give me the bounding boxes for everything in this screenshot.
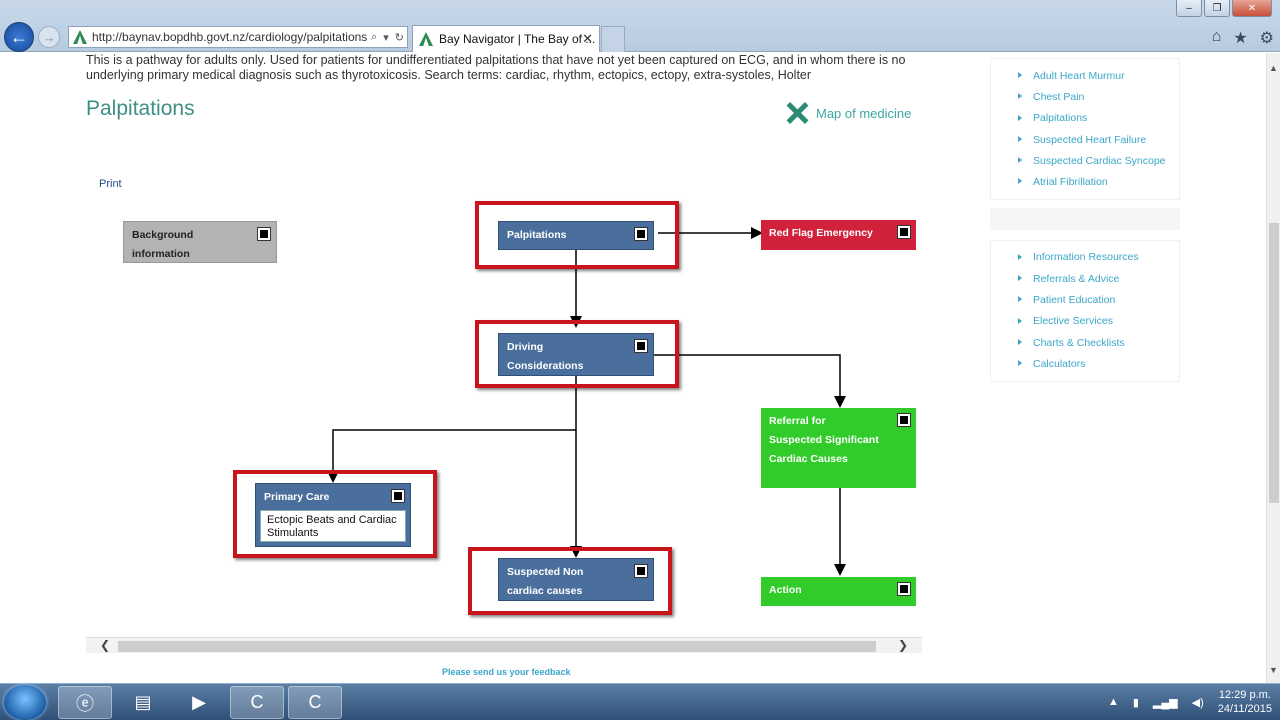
page-content: This is a pathway for adults only. Used …	[0, 53, 1266, 683]
horizontal-scrollbar[interactable]: ❮ ❯	[86, 637, 922, 653]
highlight-frame	[475, 201, 679, 269]
print-link[interactable]: Print	[99, 178, 122, 190]
sidebar-resources: Information Resources Referrals & Advice…	[990, 239, 1180, 382]
camtasia-recorder-icon[interactable]: C	[288, 686, 342, 719]
sidebar-item[interactable]: Charts & Checklists	[991, 332, 1179, 353]
highlight-frame	[475, 320, 679, 388]
red-flag-emergency-node[interactable]: Red Flag Emergency	[761, 220, 916, 250]
tab-title: Bay Navigator | The Bay of ...	[439, 32, 596, 46]
tab-close-icon[interactable]: ✕	[582, 31, 593, 46]
dropdown-icon[interactable]: ▾	[383, 31, 389, 44]
sidebar-item[interactable]: Suspected Cardiac Syncope	[991, 150, 1179, 171]
clock-time: 12:29 p.m.	[1218, 689, 1271, 701]
search-icon[interactable]: ⌕	[371, 30, 378, 43]
scroll-right-icon[interactable]: ❯	[897, 638, 908, 652]
camtasia-icon[interactable]: C	[230, 686, 284, 719]
scrollbar-thumb[interactable]	[1269, 223, 1279, 503]
browser-chrome: ‒ ❐ ✕ ← → http://baynav.bopdhb.govt.nz/c…	[0, 0, 1280, 52]
sidebar-item[interactable]: Information Resources	[991, 247, 1179, 268]
forward-button[interactable]: →	[38, 26, 60, 48]
favorites-star-icon[interactable]: ★	[1233, 30, 1248, 47]
home-icon[interactable]: ⌂	[1211, 28, 1222, 45]
expand-icon[interactable]	[392, 490, 404, 502]
clock-date: 24/11/2015	[1217, 703, 1272, 715]
map-of-medicine-label: Map of medicine	[816, 105, 912, 121]
sidebar-item[interactable]: Elective Services	[991, 311, 1179, 332]
intro-text: This is a pathway for adults only. Used …	[86, 53, 906, 82]
sidebar-item[interactable]: Patient Education	[991, 289, 1179, 310]
site-favicon-icon	[73, 30, 87, 44]
sidebar: Adult Heart Murmur Chest Pain Palpitatio…	[990, 58, 1180, 382]
flowchart-connectors	[327, 227, 846, 576]
back-button[interactable]: ←	[4, 22, 34, 52]
connector-line	[653, 354, 846, 408]
battery-icon[interactable]: ▮	[1132, 696, 1139, 709]
ectopic-beats-subnode[interactable]: Ectopic Beats and Cardiac Stimulants	[260, 510, 406, 542]
referral-node[interactable]: Referral for Suspected Significant Cardi…	[761, 408, 916, 488]
start-button[interactable]	[4, 685, 46, 720]
settings-gear-icon[interactable]: ⚙	[1259, 30, 1274, 47]
highlight-frame	[233, 470, 437, 558]
internet-explorer-icon[interactable]: ⓔ	[58, 686, 112, 719]
expand-icon[interactable]	[635, 340, 647, 352]
driving-considerations-node[interactable]: Driving Considerations	[498, 333, 654, 376]
page-title: Palpitations	[86, 97, 195, 120]
close-window-icon[interactable]: ✕	[1232, 0, 1272, 17]
browser-tab[interactable]: Bay Navigator | The Bay of ... ✕	[412, 25, 600, 52]
clock[interactable]: 12:29 p.m. 24/11/2015	[1218, 688, 1272, 716]
show-hidden-icons-icon[interactable]: ▲	[1107, 696, 1119, 708]
window-controls: ‒ ❐ ✕	[1176, 0, 1272, 17]
network-icon[interactable]: ▂▄▆	[1152, 696, 1178, 709]
scroll-down-icon[interactable]: ▼	[1269, 665, 1278, 675]
map-of-medicine-logo-icon	[786, 102, 808, 124]
refresh-icon[interactable]: ↻	[394, 31, 404, 44]
non-cardiac-causes-node[interactable]: Suspected Non cardiac causes	[498, 558, 654, 601]
sidebar-item[interactable]: Chest Pain	[991, 86, 1179, 107]
expand-icon[interactable]	[635, 565, 647, 577]
file-explorer-icon[interactable]: ▤	[134, 692, 152, 712]
scrollbar-thumb[interactable]	[118, 641, 876, 652]
sidebar-divider	[990, 207, 1180, 230]
sidebar-item[interactable]: Referrals & Advice	[991, 268, 1179, 289]
expand-icon[interactable]	[258, 228, 270, 240]
sidebar-item[interactable]: Suspected Heart Failure	[991, 129, 1179, 150]
vertical-scrollbar[interactable]: ▲ ▼	[1266, 53, 1280, 683]
sidebar-item[interactable]: Adult Heart Murmur	[991, 65, 1179, 86]
tab-favicon-icon	[419, 32, 433, 46]
palpitations-node[interactable]: Palpitations	[498, 221, 654, 250]
primary-care-node[interactable]: Primary Care Ectopic Beats and Cardiac S…	[255, 483, 411, 547]
volume-icon[interactable]: ◀)	[1191, 696, 1204, 709]
url-text[interactable]: http://baynav.bopdhb.govt.nz/cardiology/…	[92, 30, 368, 44]
address-bar[interactable]: http://baynav.bopdhb.govt.nz/cardiology/…	[68, 26, 408, 48]
expand-icon[interactable]	[635, 228, 647, 240]
media-player-icon[interactable]: ▶	[192, 692, 206, 712]
minimize-icon[interactable]: ‒	[1176, 0, 1202, 17]
sidebar-pathways: Adult Heart Murmur Chest Pain Palpitatio…	[990, 58, 1180, 200]
sidebar-item[interactable]: Atrial Fibrillation	[991, 171, 1179, 192]
feedback-link[interactable]: Please send us your feedback	[442, 667, 571, 677]
restore-icon[interactable]: ❐	[1204, 0, 1230, 17]
expand-icon[interactable]	[898, 414, 910, 426]
scroll-left-icon[interactable]: ❮	[100, 638, 111, 652]
scroll-up-icon[interactable]: ▲	[1269, 63, 1278, 73]
highlight-frame	[468, 547, 672, 615]
browser-toolbar-icons: ⌂ ★ ⚙	[1212, 28, 1274, 48]
expand-icon[interactable]	[898, 583, 910, 595]
sidebar-item[interactable]: Palpitations	[991, 108, 1179, 129]
background-information-node[interactable]: Background information	[123, 221, 277, 263]
action-node[interactable]: Action	[761, 577, 916, 606]
new-tab-button[interactable]	[601, 26, 625, 52]
system-tray: ▲ ▮ ▂▄▆ ◀) 12:29 p.m. 24/11/2015	[1108, 688, 1272, 716]
map-of-medicine-link[interactable]: Map of medicine	[786, 102, 911, 124]
sidebar-item[interactable]: Calculators	[991, 353, 1179, 374]
connector-line	[327, 429, 576, 483]
expand-icon[interactable]	[898, 226, 910, 238]
windows-taskbar: ⓔ ▤ ▶ C C ▲ ▮ ▂▄▆ ◀) 12:29 p.m. 24/11/20…	[0, 683, 1280, 720]
